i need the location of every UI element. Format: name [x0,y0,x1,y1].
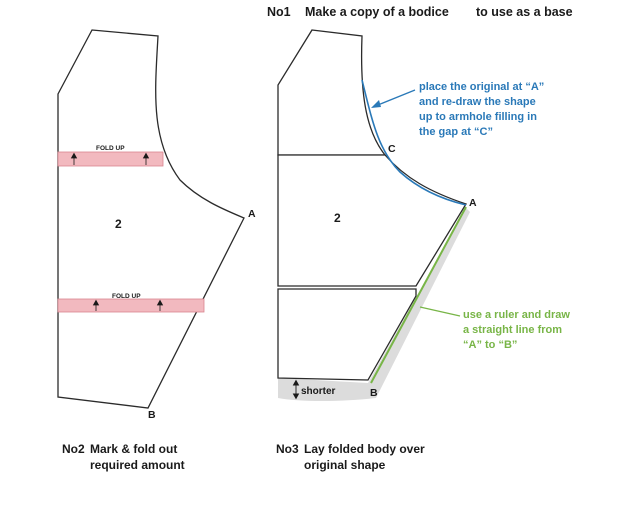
green-annotation: use a ruler and draw a straight line fro… [419,306,570,351]
right-bodice-outline [277,29,387,156]
right-bodice-piece: shorter 2 A B C [277,29,477,401]
shorter-label: shorter [301,386,336,397]
redrawn-armhole-curve [361,79,467,206]
right-bodice-lower [277,288,417,381]
right-point-b: B [370,387,378,399]
lower-fold-arrows [92,299,164,311]
heading-no1-number: No1 [267,5,291,19]
lower-fold-rect [57,298,205,313]
heading-no1: No1 Make a copy of a bodice to use as a … [267,5,573,19]
right-caption: No3 Lay folded body over original shape [276,442,425,472]
right-caption-line1: Lay folded body over [304,442,425,456]
green-note-line-2: a straight line from [463,324,562,336]
blue-note-line-1: place the original at “A” [419,81,544,93]
lower-fold-band: FOLD UP [57,293,205,313]
heading-no1-text: Make a copy of a bodice [305,5,449,19]
upper-fold-arrows [70,152,150,165]
left-caption: No2 Mark & fold out required amount [62,442,185,472]
right-caption-number: No3 [276,442,299,456]
green-pointer-line [419,306,461,317]
shorter-arrow [292,379,300,400]
blue-annotation: place the original at “A” and re-draw th… [371,81,544,138]
left-bodice-piece: FOLD UP FOLD UP 2 A B [57,29,256,421]
left-caption-number: No2 [62,442,85,456]
left-caption-line1: Mark & fold out [90,442,177,456]
green-note-line-1: use a ruler and draw [463,309,570,321]
shaded-original-strip [278,208,470,401]
right-point-a: A [469,197,477,209]
left-point-a: A [248,208,256,220]
upper-fold-rect [57,151,164,167]
lower-fold-label: FOLD UP [112,293,141,300]
left-piece-number: 2 [115,217,122,231]
upper-fold-label: FOLD UP [96,145,125,152]
heading-no1-suffix: to use as a base [476,5,573,19]
upper-fold-band: FOLD UP [57,145,164,167]
blue-pointer-head [371,100,381,108]
left-point-b: B [148,409,156,421]
blue-note-line-4: the gap at “C” [419,126,493,138]
green-note-line-3: “A” to “B” [463,339,517,351]
blue-note-line-2: and re-draw the shape [419,96,536,108]
blue-note-line-3: up to armhole filling in [419,111,537,123]
right-piece-number: 2 [334,211,341,225]
right-caption-line2: original shape [304,458,386,472]
left-caption-line2: required amount [90,458,185,472]
right-point-c: C [388,143,396,155]
left-bodice-outline [57,29,245,409]
ruler-line-a-b [370,206,467,384]
